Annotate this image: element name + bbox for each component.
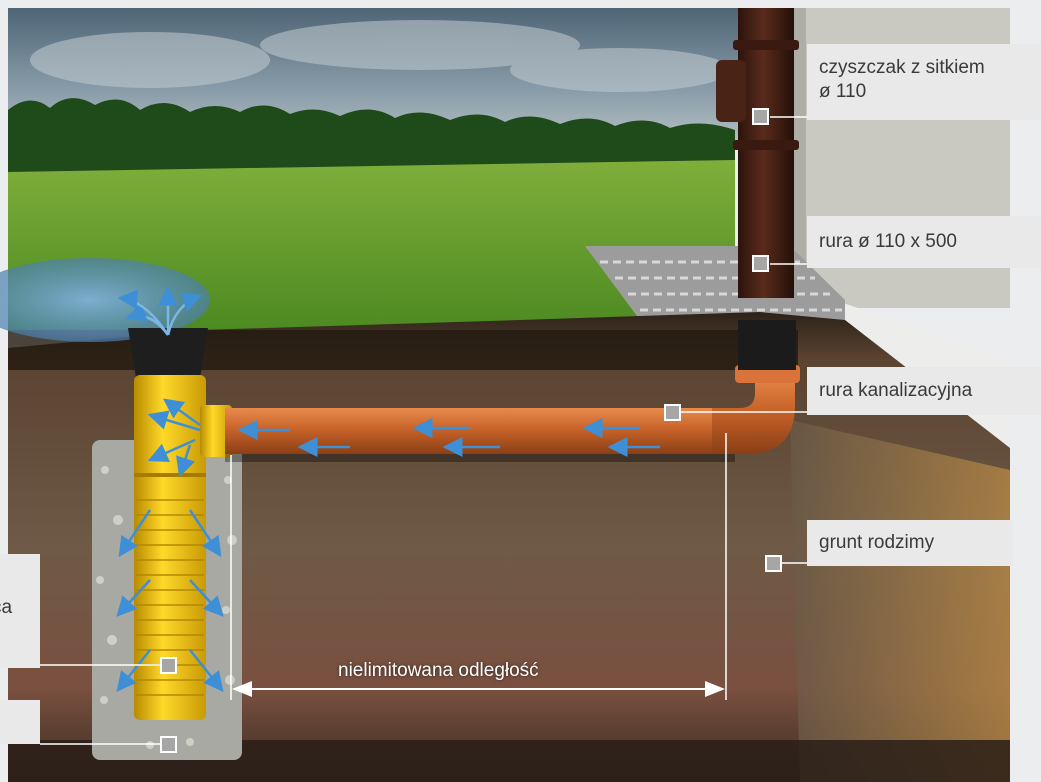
well-tee <box>200 405 232 457</box>
callout-gravel <box>0 700 40 744</box>
gravel-texture <box>96 466 237 749</box>
callout-native-soil-label: grunt rodzimy <box>819 532 935 553</box>
downpipe-band-1 <box>733 40 799 50</box>
downpipe-socket-underground <box>738 320 796 370</box>
callout-cleanout: czyszczak z sitkiem ø 110 <box>807 44 1041 120</box>
callout-sewer-pipe: rura kanalizacyjna <box>807 367 1041 415</box>
water-flow-surface <box>117 285 203 336</box>
callout-well: ca <box>0 554 40 668</box>
cleanout-fitting <box>716 60 746 122</box>
soil-bottom-band <box>8 740 1010 782</box>
leader-lines <box>40 116 807 745</box>
pipe-elbow <box>712 372 795 454</box>
callout-cleanout-line1: czyszczak z sitkiem <box>819 57 985 78</box>
well-corrugation <box>136 499 204 696</box>
water-flow-well <box>116 398 224 692</box>
tree-line <box>8 98 735 180</box>
distance-label: nielimitowana odległość <box>338 660 539 681</box>
callout-sewer-pipe-label: rura kanalizacyjna <box>819 380 973 401</box>
water-flow-pipe <box>237 418 660 457</box>
callout-pipe: rura ø 110 x 500 <box>807 216 1041 268</box>
callout-pipe-label: rura ø 110 x 500 <box>819 231 958 252</box>
marker-squares <box>160 108 782 753</box>
downpipe-band-2 <box>733 140 799 150</box>
downpipe <box>738 8 794 298</box>
callout-well-label: ca <box>0 597 13 618</box>
callout-cleanout-line2: ø 110 <box>819 81 867 102</box>
clouds <box>30 20 730 92</box>
soil-side-wall <box>790 420 1010 782</box>
well-top <box>128 328 208 378</box>
wall-edge <box>792 8 806 308</box>
callout-native-soil: grunt rodzimy <box>807 520 1013 566</box>
